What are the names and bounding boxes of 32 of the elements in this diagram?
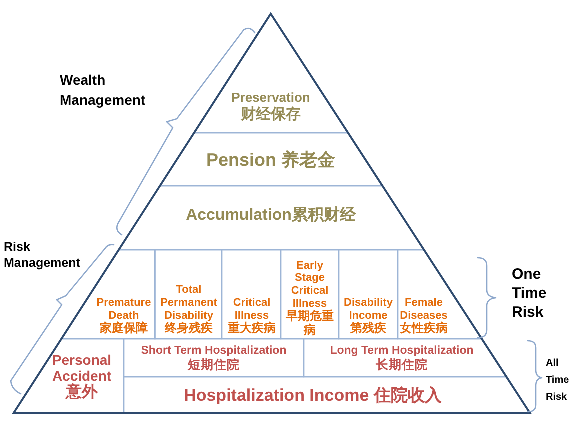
coverage-label: Premature Death	[96, 296, 152, 322]
coverage-label: 重大疾病	[228, 322, 276, 336]
coverage-label: Female Diseases	[399, 296, 449, 322]
coverage-label: 短期住院	[188, 358, 240, 372]
coverage-label: 长期住院	[376, 358, 428, 372]
tier-label: Accumulation累积财经	[186, 206, 356, 226]
bracket-label: One Time Risk	[512, 266, 548, 322]
pyramid-cell	[222, 250, 281, 339]
coverage-label: 意外	[66, 384, 98, 402]
tier-label: 财经保存	[240, 106, 301, 124]
bracket-label: Risk Management	[4, 240, 82, 272]
coverage-label: 家庭保障	[100, 322, 148, 336]
coverage-label: Early Stage Critical Illness	[290, 260, 329, 310]
pyramid-cell	[281, 250, 339, 339]
coverage-label: 终身残疾	[165, 322, 213, 336]
coverage-label: Critical Illness	[233, 296, 271, 322]
coverage-label: 早期危重病	[285, 310, 335, 338]
coverage-label: Short Term Hospitalization	[141, 344, 287, 358]
pyramid-cell	[155, 250, 222, 339]
bracket-label: All Time Risk	[546, 357, 570, 405]
pyramid-cell	[124, 339, 304, 377]
tier-label: Preservation	[232, 90, 310, 106]
coverage-label: Disability Income	[343, 296, 394, 322]
tier-label: Pension 养老金	[206, 150, 336, 170]
coverage-label: Personal Accident	[51, 352, 113, 384]
coverage-label: Long Term Hospitalization	[330, 344, 474, 358]
pyramid-cell	[339, 250, 398, 339]
coverage-label: Total Permanent Disability	[160, 284, 218, 322]
bracket-label: Wealth Management	[60, 71, 147, 110]
coverage-label: Hospitalization Income 住院收入	[184, 386, 442, 406]
coverage-label: 女性疾病	[400, 322, 448, 336]
coverage-label: 第残疾	[350, 322, 386, 336]
